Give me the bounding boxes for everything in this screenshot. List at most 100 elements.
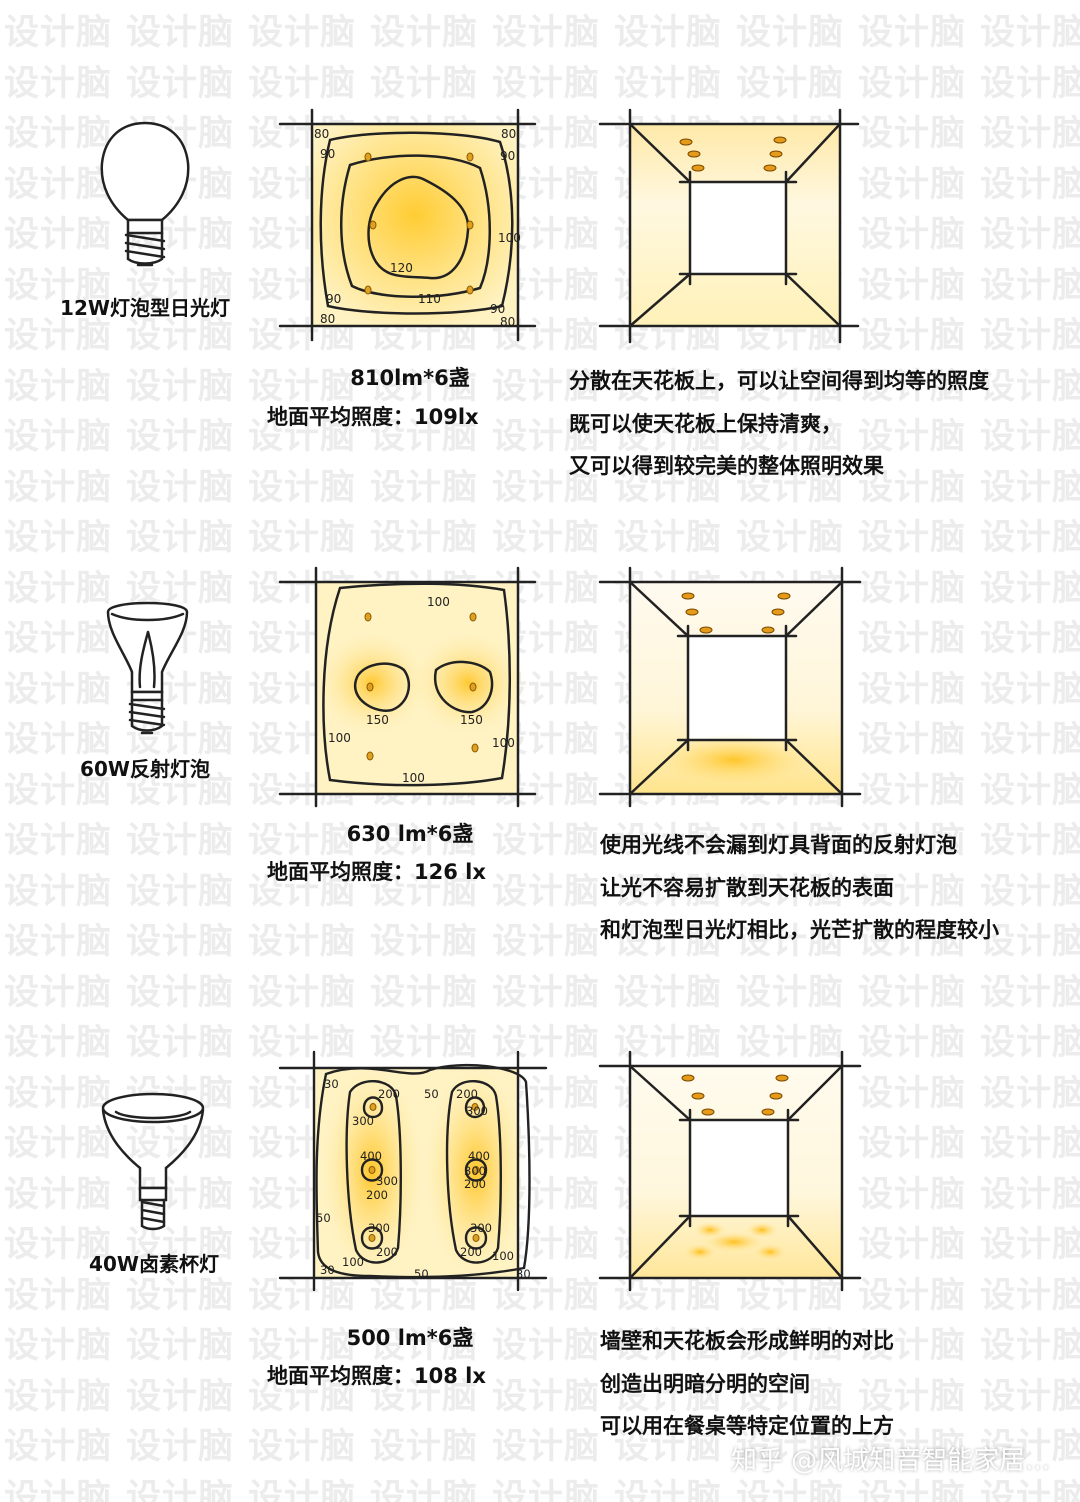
watermark-text: 设计脑: [370, 1427, 479, 1467]
watermark-text: 设计脑: [4, 1174, 113, 1215]
watermark-text: 设计脑: [980, 316, 1080, 356]
watermark-text: 设计脑: [614, 922, 723, 962]
watermark-text: 设计脑: [980, 568, 1080, 609]
room-perspective-1: [598, 108, 860, 344]
watermark-text: 设计脑: [4, 619, 113, 659]
watermark-text: 设计脑: [858, 669, 967, 710]
watermark-text: 设计脑: [614, 417, 723, 457]
watermark-text: 设计脑: [370, 63, 479, 104]
watermark-text: 设计脑: [4, 265, 113, 306]
watermark-text: 设计脑: [4, 1477, 113, 1502]
lumen-spec-2: 630 lm*6盏: [346, 822, 474, 846]
watermark-text: 设计脑: [492, 821, 601, 861]
watermark-text: 设计脑: [492, 1427, 601, 1467]
watermark-text: 设计脑: [4, 366, 113, 407]
contour-label: 50: [414, 1267, 429, 1281]
watermark-text: 设计脑: [492, 417, 601, 457]
contour-label: 100: [427, 595, 450, 609]
watermark-text: 设计脑: [858, 265, 967, 306]
watermark-text: 设计脑: [858, 114, 967, 154]
watermark-text: 设计脑: [736, 1427, 845, 1467]
watermark-text: 设计脑: [4, 1326, 113, 1366]
watermark-text: 设计脑: [126, 13, 235, 53]
watermark-text: 设计脑: [614, 821, 723, 861]
watermark-text: 设计脑: [614, 1477, 723, 1502]
watermark-text: 设计脑: [370, 1275, 479, 1316]
contour-label: 100: [492, 1249, 514, 1263]
watermark-text: 设计脑: [492, 972, 601, 1013]
watermark-text: 设计脑: [248, 1023, 357, 1063]
watermark-text: 设计脑: [370, 922, 479, 962]
watermark-text: 设计脑: [980, 1225, 1080, 1265]
watermark-text: 设计脑: [980, 922, 1080, 962]
watermark-text: 设计脑: [126, 1275, 235, 1316]
watermark-text: 设计脑: [614, 1427, 723, 1467]
watermark-text: 设计脑: [736, 1023, 845, 1063]
watermark-text: 设计脑: [248, 1376, 357, 1417]
source-attribution: 知乎 @风城知音智能家居...: [730, 1446, 1050, 1476]
watermark-text: 设计脑: [370, 417, 479, 457]
watermark-text: 设计脑: [492, 1477, 601, 1502]
watermark-text: 设计脑: [858, 720, 967, 760]
watermark-text: 设计脑: [370, 1023, 479, 1063]
watermark-text: 设计脑: [4, 972, 113, 1013]
watermark-text: 设计脑: [980, 63, 1080, 104]
watermark-text: 设计脑: [492, 922, 601, 962]
watermark-text: 设计脑: [370, 518, 479, 558]
watermark-text: 设计脑: [248, 1326, 357, 1366]
watermark-text: 设计脑: [370, 467, 479, 508]
watermark-text: 设计脑: [858, 1376, 967, 1417]
watermark-text: 设计脑: [370, 1326, 479, 1366]
bulb-illustration-1: [100, 121, 190, 267]
watermark-text: 设计脑: [126, 316, 235, 356]
watermark-text: 设计脑: [4, 417, 113, 457]
watermark-text: 设计脑: [980, 13, 1080, 53]
watermark-text: 设计脑: [4, 1376, 113, 1417]
watermark-text: 设计脑: [126, 770, 235, 811]
watermark-text: 设计脑: [736, 13, 845, 53]
watermark-text: 设计脑: [858, 871, 967, 912]
watermark-text: 设计脑: [248, 1427, 357, 1467]
watermark-text: 设计脑: [980, 1326, 1080, 1366]
watermark-text: 设计脑: [980, 1275, 1080, 1316]
contour-label: 110: [418, 292, 441, 306]
watermark-text: 设计脑: [736, 366, 845, 407]
watermark-text: 设计脑: [248, 467, 357, 508]
contour-label: 100: [492, 736, 515, 750]
watermark-text: 设计脑: [736, 467, 845, 508]
watermark-text: 设计脑: [126, 1376, 235, 1417]
watermark-text: 设计脑: [126, 1326, 235, 1366]
contour-label: 30: [516, 1267, 531, 1281]
illuminance-contour-map-1: 80 90 80 90 100 120 110 90 80 90 80: [278, 108, 537, 342]
watermark-text: 设计脑: [492, 518, 601, 558]
watermark-text: 设计脑: [370, 366, 479, 407]
watermark-text: 设计脑: [980, 1124, 1080, 1164]
watermark-text: 设计脑: [492, 1023, 601, 1063]
watermark-text: 设计脑: [736, 972, 845, 1013]
description-line: 墙壁和天花板会形成鲜明的对比: [600, 1329, 894, 1353]
contour-label: 30: [320, 1263, 335, 1277]
watermark-text: 设计脑: [492, 366, 601, 407]
contour-label: 80: [320, 312, 335, 326]
watermark-text: 设计脑: [858, 972, 967, 1013]
watermark-text: 设计脑: [858, 821, 967, 861]
contour-label: 90: [326, 292, 341, 306]
contour-label: 80: [314, 127, 329, 141]
watermark-text: 设计脑: [126, 1477, 235, 1502]
watermark-text: 设计脑: [4, 871, 113, 912]
watermark-text: 设计脑: [4, 316, 113, 356]
contour-label: 90: [320, 147, 335, 161]
watermark-text: 设计脑: [126, 821, 235, 861]
contour-label: 300: [376, 1174, 398, 1188]
watermark-text: 设计脑: [614, 13, 723, 53]
watermark-text: 设计脑: [736, 417, 845, 457]
watermark-text: 设计脑: [980, 467, 1080, 508]
watermark-text: 设计脑: [858, 417, 967, 457]
contour-label: 400: [468, 1149, 490, 1163]
watermark-text: 设计脑: [858, 1174, 967, 1215]
description-line: 创造出明暗分明的空间: [600, 1372, 810, 1396]
watermark-text: 设计脑: [858, 215, 967, 255]
contour-label: 100: [498, 231, 521, 245]
contour-label: 90: [490, 302, 505, 316]
